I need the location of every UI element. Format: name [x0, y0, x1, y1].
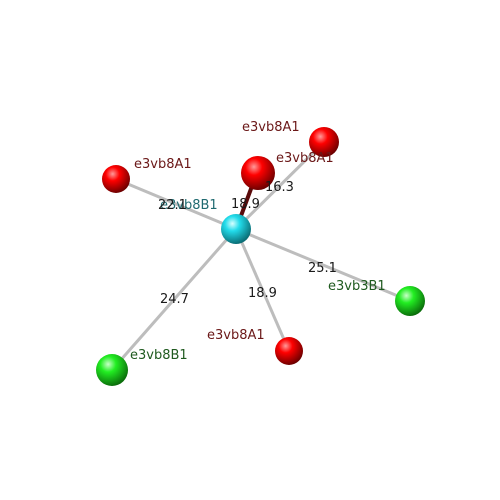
bond-line — [234, 140, 326, 231]
atom-cyan-center — [221, 214, 251, 244]
atom-red — [275, 337, 303, 365]
atom-label: e3vb8A1 — [207, 328, 265, 343]
bond-line — [234, 228, 291, 352]
distance-label: 24.7 — [160, 292, 189, 307]
atom-label: e3vb8A1 — [242, 120, 300, 135]
atom-label: e3vb8A1 — [276, 151, 334, 166]
atom-green — [395, 286, 425, 316]
atom-green — [96, 354, 128, 386]
distance-label: 25.1 — [308, 261, 337, 276]
distance-label: 18.9 — [231, 197, 260, 212]
atom-label: e3vb8B1 — [160, 198, 218, 213]
bond-line — [235, 227, 411, 303]
distance-label: 22.1 — [158, 198, 187, 213]
atom-red — [102, 165, 130, 193]
distance-label: 16.3 — [265, 180, 294, 195]
atom-label: e3vb8B1 — [130, 348, 188, 363]
atom-red — [309, 127, 339, 157]
atom-label: e3vb8A1 — [134, 157, 192, 172]
bond-line — [110, 228, 238, 371]
bond-line — [115, 177, 237, 231]
atom-label: e3vb3B1 — [328, 279, 386, 294]
atom-red — [241, 156, 275, 190]
distance-label: 18.9 — [248, 286, 277, 301]
